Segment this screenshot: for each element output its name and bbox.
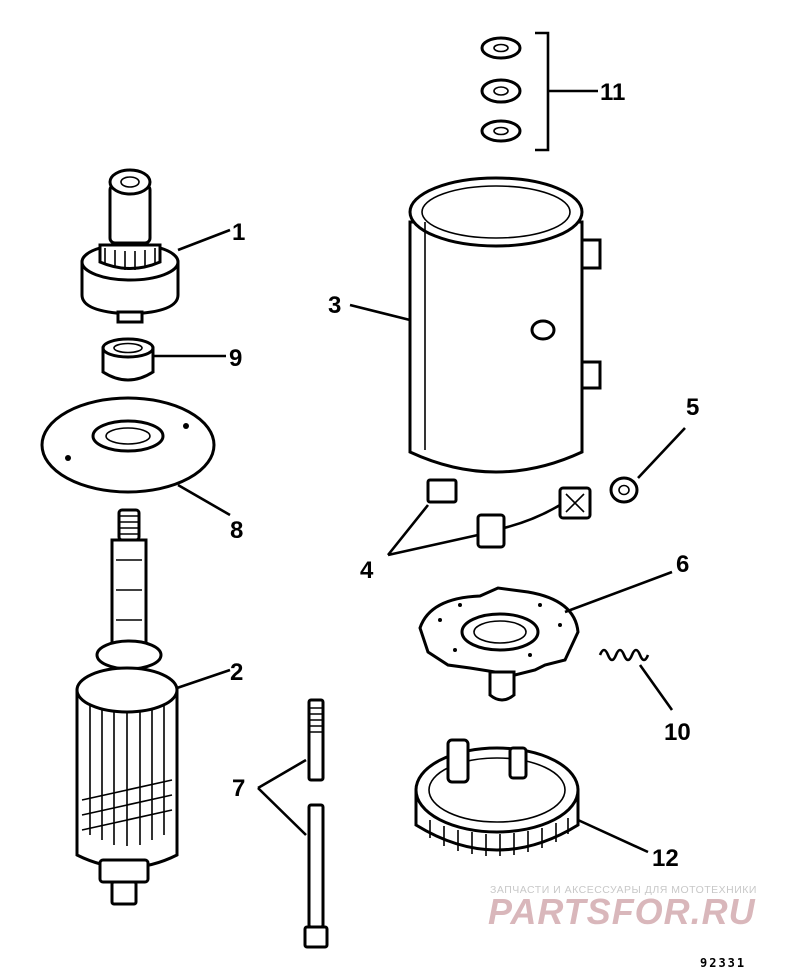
callout-11: 11 [600,79,625,106]
leader-1 [177,228,231,252]
drive-gear-part-1 [80,168,180,324]
bracket-11 [535,31,598,152]
callout-8: 8 [230,517,243,544]
spring-part-10 [598,648,650,662]
leader-5 [637,427,686,479]
callout-9: 9 [229,345,242,372]
armature-part-2 [75,508,179,906]
leader-6 [564,570,673,614]
brush-plate-part-6 [418,586,580,702]
callout-12: 12 [652,845,679,872]
callout-7: 7 [232,775,245,802]
figure-number: 92331 [700,956,746,970]
leader-8 [177,483,231,517]
through-bolts-part-7 [303,698,329,949]
frame-housing-part-3 [408,176,602,504]
leader-3 [349,303,411,322]
leader-2 [176,668,231,690]
leader-12 [577,818,649,854]
watermark-caption: ЗАПЧАСТИ И АКСЕССУАРЫ ДЛЯ МОТОТЕХНИКИ [490,884,757,896]
callout-5: 5 [686,394,699,421]
callout-1: 1 [232,219,245,246]
watermark-logo: PARTSFOR.RU [488,891,756,932]
brushes-part-4 [476,486,592,549]
end-cap-part-12 [414,738,580,856]
nut-part-5 [609,476,639,504]
leader-10 [638,664,674,711]
leader-7 [257,758,307,836]
callout-6: 6 [676,551,689,578]
callout-10: 10 [664,719,691,746]
callout-3: 3 [328,292,341,319]
callout-2: 2 [230,659,243,686]
bushing-part-9 [101,337,155,382]
callout-4: 4 [360,557,374,584]
washer-stack-part-11 [480,36,522,143]
leader-4 [386,504,479,557]
plate-part-8 [40,396,216,494]
